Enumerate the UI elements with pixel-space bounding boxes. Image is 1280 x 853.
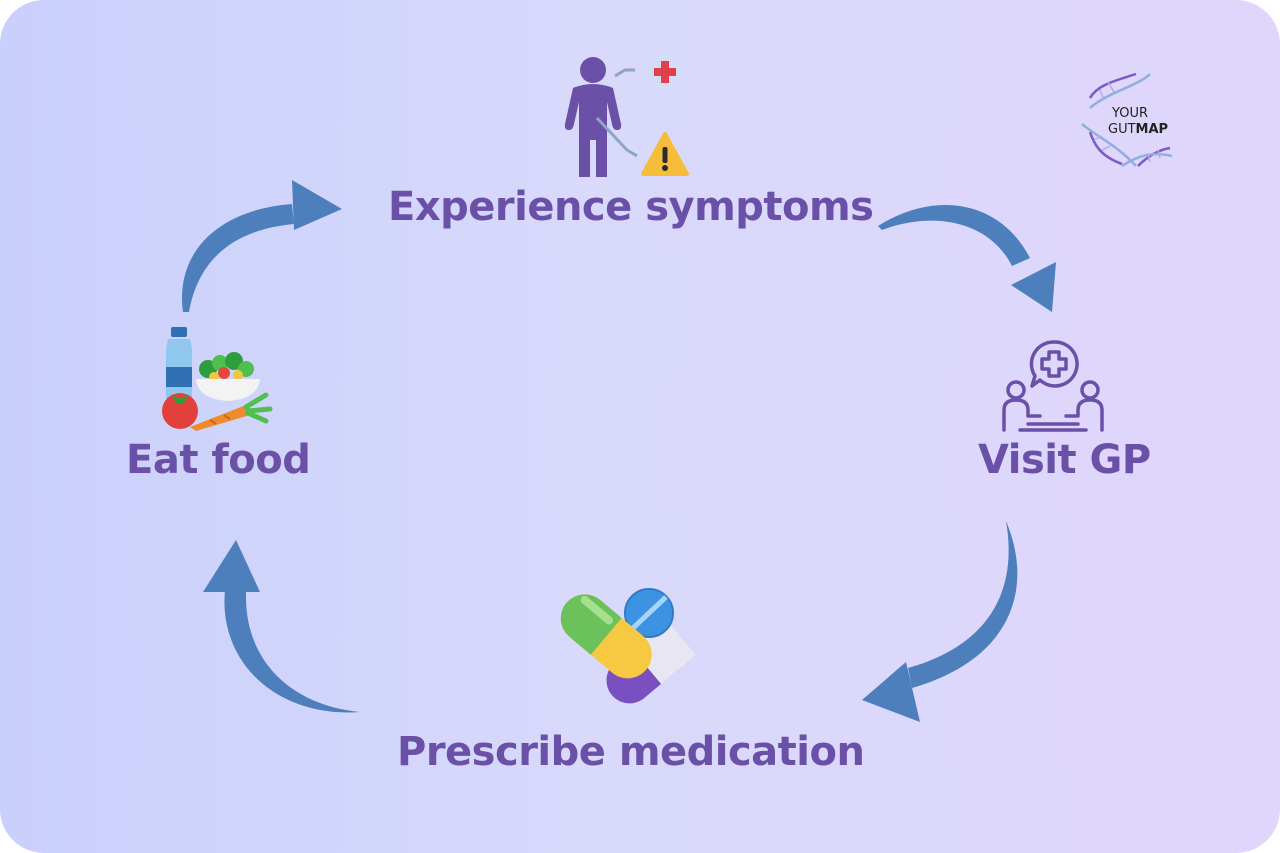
step-label-experience-symptoms: Experience symptoms bbox=[388, 184, 874, 230]
arrow-gp-to-medication bbox=[862, 521, 1018, 722]
person-with-symptoms-icon bbox=[564, 54, 689, 177]
your-gut-map-logo: YOUR GUTMAP bbox=[1078, 70, 1184, 170]
logo-text-gut: GUT bbox=[1108, 122, 1136, 137]
step-label-eat-food: Eat food bbox=[126, 437, 311, 483]
doctor-consultation-icon bbox=[1002, 340, 1104, 432]
arrow-symptoms-to-gp bbox=[878, 204, 1056, 312]
logo-text-map: MAP bbox=[1135, 122, 1169, 137]
groceries-icon bbox=[162, 327, 273, 431]
arrow-medication-to-food bbox=[203, 540, 360, 713]
step-label-prescribe-medication: Prescribe medication bbox=[397, 729, 865, 775]
dna-helix-icon bbox=[1081, 72, 1173, 168]
arrow-food-to-symptoms bbox=[181, 180, 342, 312]
logo-text-gutmap: GUTMAP bbox=[1108, 122, 1168, 137]
pills-icon bbox=[560, 588, 696, 704]
step-label-visit-gp: Visit GP bbox=[978, 437, 1151, 483]
logo-text-your: YOUR bbox=[1112, 106, 1149, 121]
